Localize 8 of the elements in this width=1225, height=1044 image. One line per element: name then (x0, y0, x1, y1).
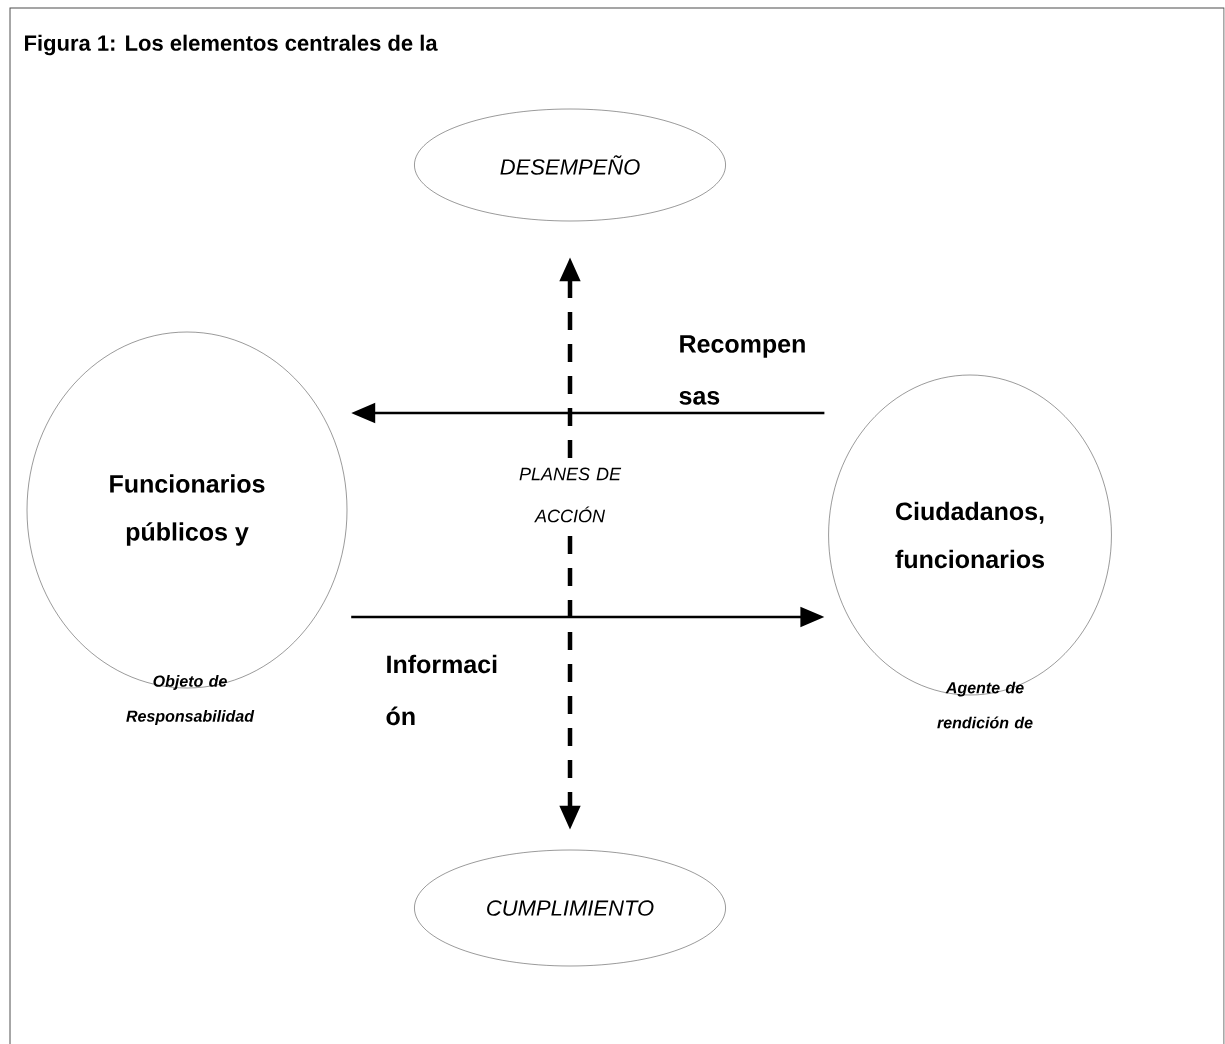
ellipse-node: CUMPLIMIENTO (414, 849, 726, 967)
figure-title: Figura 1: Los elementos centrales de la (25, 34, 438, 56)
node-caption: Agente de rendición de (937, 681, 1033, 729)
edge-label: Recompen sas (679, 335, 805, 405)
ellipse-node: DESEMPEÑO (414, 108, 726, 222)
edge-label: Informaci ón (386, 654, 497, 726)
edge-label: PLANES DE ACCIÓN (519, 467, 622, 523)
node-caption: Objeto de Responsabilidad (126, 675, 255, 725)
